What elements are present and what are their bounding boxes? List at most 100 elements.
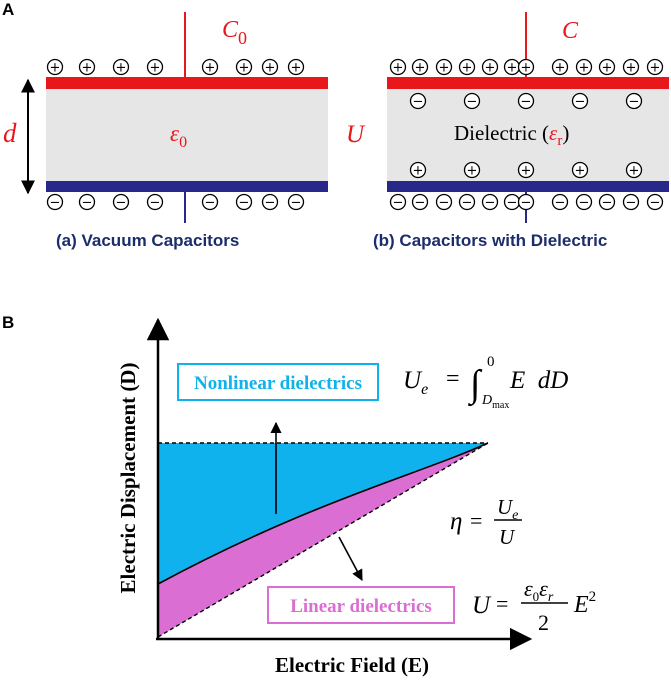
integral-lower: Dmax	[481, 393, 509, 411]
svg-text:+: +	[629, 164, 640, 179]
negative-charge: −	[411, 193, 429, 211]
svg-text:+: +	[265, 61, 276, 76]
svg-text:+: +	[50, 61, 61, 76]
positive-charge: +	[389, 58, 407, 76]
svg-text:−: −	[626, 196, 637, 211]
bottom-plate-b	[387, 181, 669, 192]
svg-text:−: −	[602, 196, 613, 211]
svg-text:−: −	[265, 196, 276, 211]
negative-charge: −	[235, 193, 253, 211]
negative-charge: −	[201, 193, 219, 211]
svg-text:−: −	[116, 196, 127, 211]
negative-charge: −	[598, 193, 616, 211]
negative-charge: −	[261, 193, 279, 211]
positive-charge: +	[575, 58, 593, 76]
svg-text:+: +	[579, 61, 590, 76]
svg-text:−: −	[521, 95, 532, 110]
capacitance-label-a: C0	[222, 17, 247, 48]
svg-text:−: −	[555, 196, 566, 211]
svg-text:+: +	[291, 61, 302, 76]
negative-charge: −	[435, 193, 453, 211]
svg-text:+: +	[82, 61, 93, 76]
nonlinear-label-box	[177, 363, 379, 401]
linear-diagonal	[157, 442, 489, 638]
negative-charges-a: −−−−−−−−	[46, 193, 305, 211]
positive-charge: +	[112, 58, 130, 76]
negative-charge: −	[458, 193, 476, 211]
svg-text:+: +	[393, 61, 404, 76]
positive-charge: +	[598, 58, 616, 76]
bound-negative-charge: −	[517, 92, 535, 110]
svg-text:−: −	[150, 196, 161, 211]
positive-charge: +	[646, 58, 664, 76]
u-field-term: E2	[573, 589, 596, 618]
svg-text:+: +	[521, 164, 532, 179]
negative-charge: −	[287, 193, 305, 211]
negative-charge: −	[575, 193, 593, 211]
negative-charge: −	[551, 193, 569, 211]
efficiency-equation: η = Ue U	[450, 495, 522, 549]
negative-charge: −	[503, 193, 521, 211]
svg-text:+: +	[555, 61, 566, 76]
svg-text:+: +	[467, 164, 478, 179]
svg-text:−: −	[485, 196, 496, 211]
svg-text:+: +	[239, 61, 250, 76]
positive-charges-a: ++++++++	[46, 58, 305, 76]
ue-equals: =	[446, 366, 460, 392]
bound-positive-charges: + + + + +	[409, 161, 643, 179]
linear-energy-equation: U = ε0εr 2 E2	[472, 576, 596, 635]
svg-text:−: −	[575, 95, 586, 110]
linear-pointer-arrow	[338, 536, 363, 581]
bound-positive-charge: +	[409, 161, 427, 179]
positive-charge: +	[411, 58, 429, 76]
u-lhs: U	[472, 592, 492, 619]
svg-text:−: −	[50, 196, 61, 211]
energy-storage-graph: Nonlinear dielectrics Linear dielectrics…	[116, 317, 596, 677]
svg-text:−: −	[521, 196, 532, 211]
positive-charge: +	[622, 58, 640, 76]
eta-equals: =	[470, 508, 482, 533]
svg-text:+: +	[462, 61, 473, 76]
dielectric-label: Dielectric (εr)	[454, 121, 569, 149]
negative-charge: −	[46, 193, 64, 211]
dielectric-capacitor: ++++++++++++ −−−−− +++++ −−−−−−−−−−−− C …	[346, 12, 669, 250]
positive-charge: +	[458, 58, 476, 76]
svg-text:−: −	[467, 95, 478, 110]
positive-charge: +	[503, 58, 521, 76]
linear-label: Linear dielectrics	[290, 596, 432, 617]
bound-positive-charge: +	[571, 161, 589, 179]
u-denominator: 2	[538, 610, 549, 635]
integral-upper: 0	[487, 354, 495, 370]
svg-text:+: +	[575, 164, 586, 179]
svg-text:+: +	[150, 61, 161, 76]
eta-denominator: U	[499, 525, 516, 549]
u-numerator: ε0εr	[524, 576, 554, 605]
bound-positive-charge: +	[517, 161, 535, 179]
vacuum-capacitor: ++++++++ −−−−−−−− C0 ε0 d (a) Vacuum Cap…	[3, 12, 328, 250]
y-axis-title: Electric Displacement (D)	[116, 363, 140, 594]
negative-charge: −	[481, 193, 499, 211]
svg-text:+: +	[116, 61, 127, 76]
svg-text:−: −	[507, 196, 518, 211]
vacuum-permittivity-label: ε0	[170, 121, 187, 151]
stored-energy-equation: Ue = ∫ 0 Dmax E dD	[403, 354, 568, 411]
positive-charge: +	[551, 58, 569, 76]
bound-negative-charges: −−−−−	[409, 92, 643, 110]
svg-text:−: −	[462, 196, 473, 211]
svg-text:−: −	[205, 196, 216, 211]
x-axis-title: Electric Field (E)	[275, 653, 429, 677]
positive-charge: +	[78, 58, 96, 76]
panel-a-letter: A	[2, 0, 14, 19]
u-equals: =	[496, 591, 508, 616]
svg-text:+: +	[521, 61, 532, 76]
negative-charge: −	[517, 193, 535, 211]
negative-charge: −	[622, 193, 640, 211]
positive-charge: +	[146, 58, 164, 76]
svg-text:−: −	[439, 196, 450, 211]
top-plate-b	[387, 77, 669, 89]
svg-text:−: −	[82, 196, 93, 211]
vacuum-gap	[46, 89, 328, 182]
integral-sign: ∫	[468, 363, 483, 407]
gap-distance-label: d	[3, 118, 17, 148]
voltage-label: U	[346, 121, 366, 148]
